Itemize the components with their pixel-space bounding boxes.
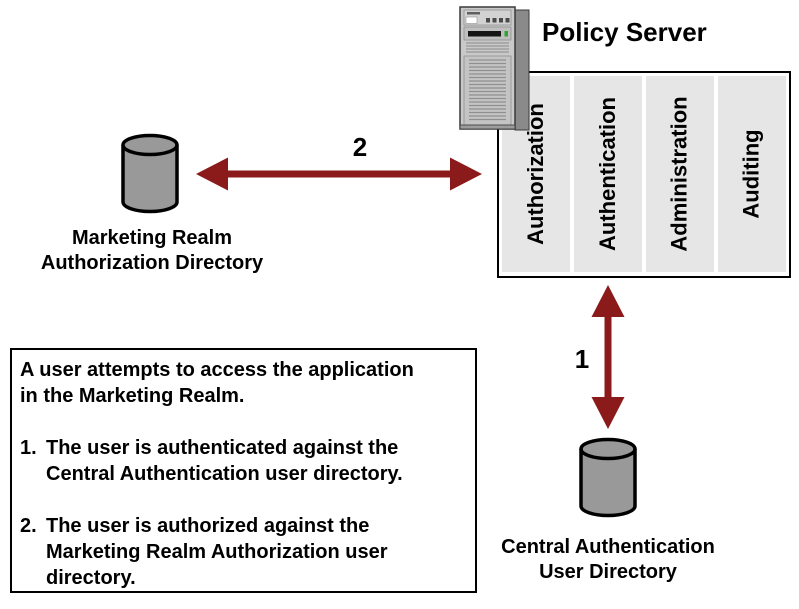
central-directory-database-icon <box>579 437 637 518</box>
marketing-directory-label-line2: Authorization Directory <box>40 252 264 274</box>
note-intro-line2: in the Marketing Realm. <box>20 385 245 407</box>
panel-authentication: Authentication <box>574 76 642 272</box>
arrow-2-bidirectional <box>196 157 482 191</box>
note-item-1-line1: The user is authenticated against the <box>46 437 399 459</box>
policy-server-title: Policy Server <box>542 17 707 47</box>
panel-administration-label: Administration <box>667 96 693 252</box>
note-item-1-text: The user is authenticated against the Ce… <box>46 435 403 487</box>
note-item-1-number: 1. <box>20 437 37 459</box>
arrow-1-label: 1 <box>574 344 590 374</box>
note-item-2: 2. The user is authorized against the Ma… <box>20 513 467 591</box>
panel-authentication-label: Authentication <box>595 97 620 251</box>
note-item-1: 1. The user is authenticated against the… <box>20 435 467 487</box>
note-box: A user attempts to access the applicatio… <box>10 348 477 593</box>
policy-server-box: Authorization Authentication Administrat… <box>497 71 791 278</box>
panel-auditing-label: Auditing <box>739 129 765 219</box>
server-icon <box>459 6 530 131</box>
note-item-2-line1: The user is authorized against the <box>46 515 370 537</box>
marketing-directory-database-icon <box>121 133 179 214</box>
marketing-directory-label-line1: Marketing Realm <box>71 227 233 249</box>
note-item-2-text: The user is authorized against the Marke… <box>46 513 388 591</box>
marketing-directory-label: Marketing Realm Authorization Directory <box>30 226 274 276</box>
panel-auditing: Auditing <box>718 76 786 272</box>
central-directory-label-line1: Central Authentication <box>501 536 715 558</box>
central-directory-label-line2: User Directory <box>539 561 677 583</box>
note-intro: A user attempts to access the applicatio… <box>20 357 467 409</box>
panel-administration: Administration <box>646 76 714 272</box>
note-item-2-number: 2. <box>20 515 37 537</box>
note-item-1-line2: Central Authentication user directory. <box>46 463 403 485</box>
arrow-2-label: 2 <box>352 132 368 162</box>
note-item-2-line2: Marketing Realm Authorization user <box>46 541 388 563</box>
note-item-2-line3: directory. <box>46 567 136 589</box>
note-intro-line1: A user attempts to access the applicatio… <box>20 359 414 381</box>
central-directory-label: Central Authentication User Directory <box>494 535 722 585</box>
arrow-1-bidirectional <box>591 285 625 429</box>
